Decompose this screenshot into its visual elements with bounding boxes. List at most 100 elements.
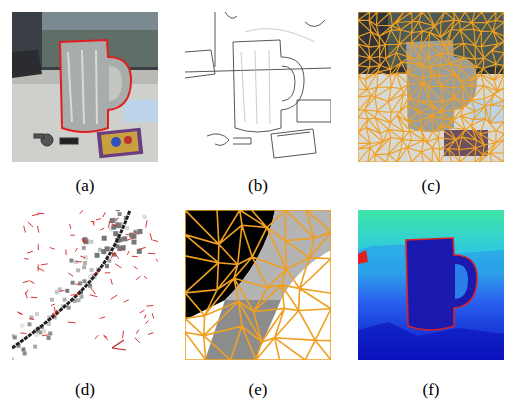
pixel	[116, 210, 120, 211]
pixel	[65, 289, 69, 293]
pixel	[110, 218, 115, 223]
tick	[65, 249, 66, 255]
pixel	[122, 236, 127, 241]
pixel	[104, 246, 109, 251]
panel-label: (a)	[74, 176, 97, 196]
pixel	[42, 329, 46, 333]
tick	[55, 311, 59, 313]
pixel	[132, 240, 137, 245]
tick	[70, 235, 75, 236]
tick	[83, 238, 85, 242]
pixel	[63, 298, 67, 302]
tick	[111, 253, 113, 258]
mesh-path	[185, 210, 331, 360]
edge-map-panel	[185, 12, 331, 162]
tick	[24, 258, 28, 260]
tick	[91, 221, 95, 223]
pixel	[83, 237, 88, 242]
panel-label: (c)	[420, 176, 443, 196]
tick	[127, 251, 129, 255]
tick	[124, 300, 129, 302]
pixel	[105, 264, 109, 268]
tick	[135, 338, 140, 343]
tick	[136, 330, 139, 334]
tick	[30, 319, 35, 320]
zoom-mesh-panel	[185, 210, 331, 360]
pixel	[50, 298, 54, 302]
tick	[146, 305, 153, 307]
tick	[50, 247, 55, 249]
tick	[76, 261, 82, 262]
tick	[28, 222, 33, 227]
tick	[132, 256, 138, 258]
tick	[112, 224, 118, 227]
tick	[94, 270, 100, 274]
tick	[103, 335, 107, 338]
pixel	[78, 281, 82, 285]
tick	[51, 304, 55, 306]
tick	[80, 256, 84, 258]
orientation-ticks	[17, 210, 158, 343]
pixel	[27, 322, 31, 326]
tick	[126, 234, 130, 236]
pixel	[117, 246, 122, 251]
tick	[32, 214, 39, 216]
pixel-blocks	[12, 210, 147, 360]
pixel	[89, 240, 93, 244]
tick	[95, 335, 98, 339]
pixel	[137, 229, 142, 234]
pixel	[113, 231, 118, 236]
pixel	[67, 306, 71, 310]
tick	[115, 218, 119, 220]
tick	[100, 228, 104, 230]
mesh-path	[358, 12, 504, 162]
pixel	[90, 268, 94, 272]
tick	[31, 297, 37, 298]
tick	[38, 226, 39, 233]
tick	[156, 259, 158, 265]
pixel	[13, 335, 17, 339]
tick	[96, 219, 101, 220]
tick	[71, 294, 77, 296]
tick	[76, 292, 79, 296]
pixel	[102, 236, 107, 241]
panel-label: (d)	[73, 380, 97, 400]
tick	[103, 212, 105, 217]
tick	[38, 244, 39, 250]
pixel	[35, 333, 39, 337]
pixel	[143, 215, 147, 219]
tick	[25, 290, 28, 295]
pixel	[76, 298, 80, 302]
pixel	[33, 345, 37, 349]
pixel	[69, 259, 73, 263]
tick	[23, 281, 29, 283]
tick	[127, 238, 134, 240]
tick	[91, 288, 96, 294]
tick	[20, 332, 26, 334]
pixel	[79, 295, 83, 299]
tick	[136, 276, 140, 279]
pixel	[125, 226, 129, 230]
tick	[38, 264, 39, 271]
pixel	[23, 351, 27, 355]
tick	[114, 252, 118, 258]
photo-panel	[12, 12, 158, 162]
pixel	[12, 358, 14, 360]
tick	[27, 251, 33, 253]
tick	[148, 253, 155, 255]
pixel	[82, 265, 86, 269]
pixel	[116, 223, 121, 228]
tick	[152, 313, 154, 319]
pixel	[47, 336, 51, 340]
pixel	[88, 284, 92, 288]
tick	[139, 247, 146, 249]
pixel	[83, 279, 87, 283]
pixel	[83, 261, 87, 265]
tick	[100, 317, 106, 319]
pixel	[71, 281, 75, 285]
depth-map-panel	[358, 210, 504, 360]
tick	[111, 295, 118, 299]
tick	[134, 231, 139, 234]
tick	[109, 221, 110, 228]
